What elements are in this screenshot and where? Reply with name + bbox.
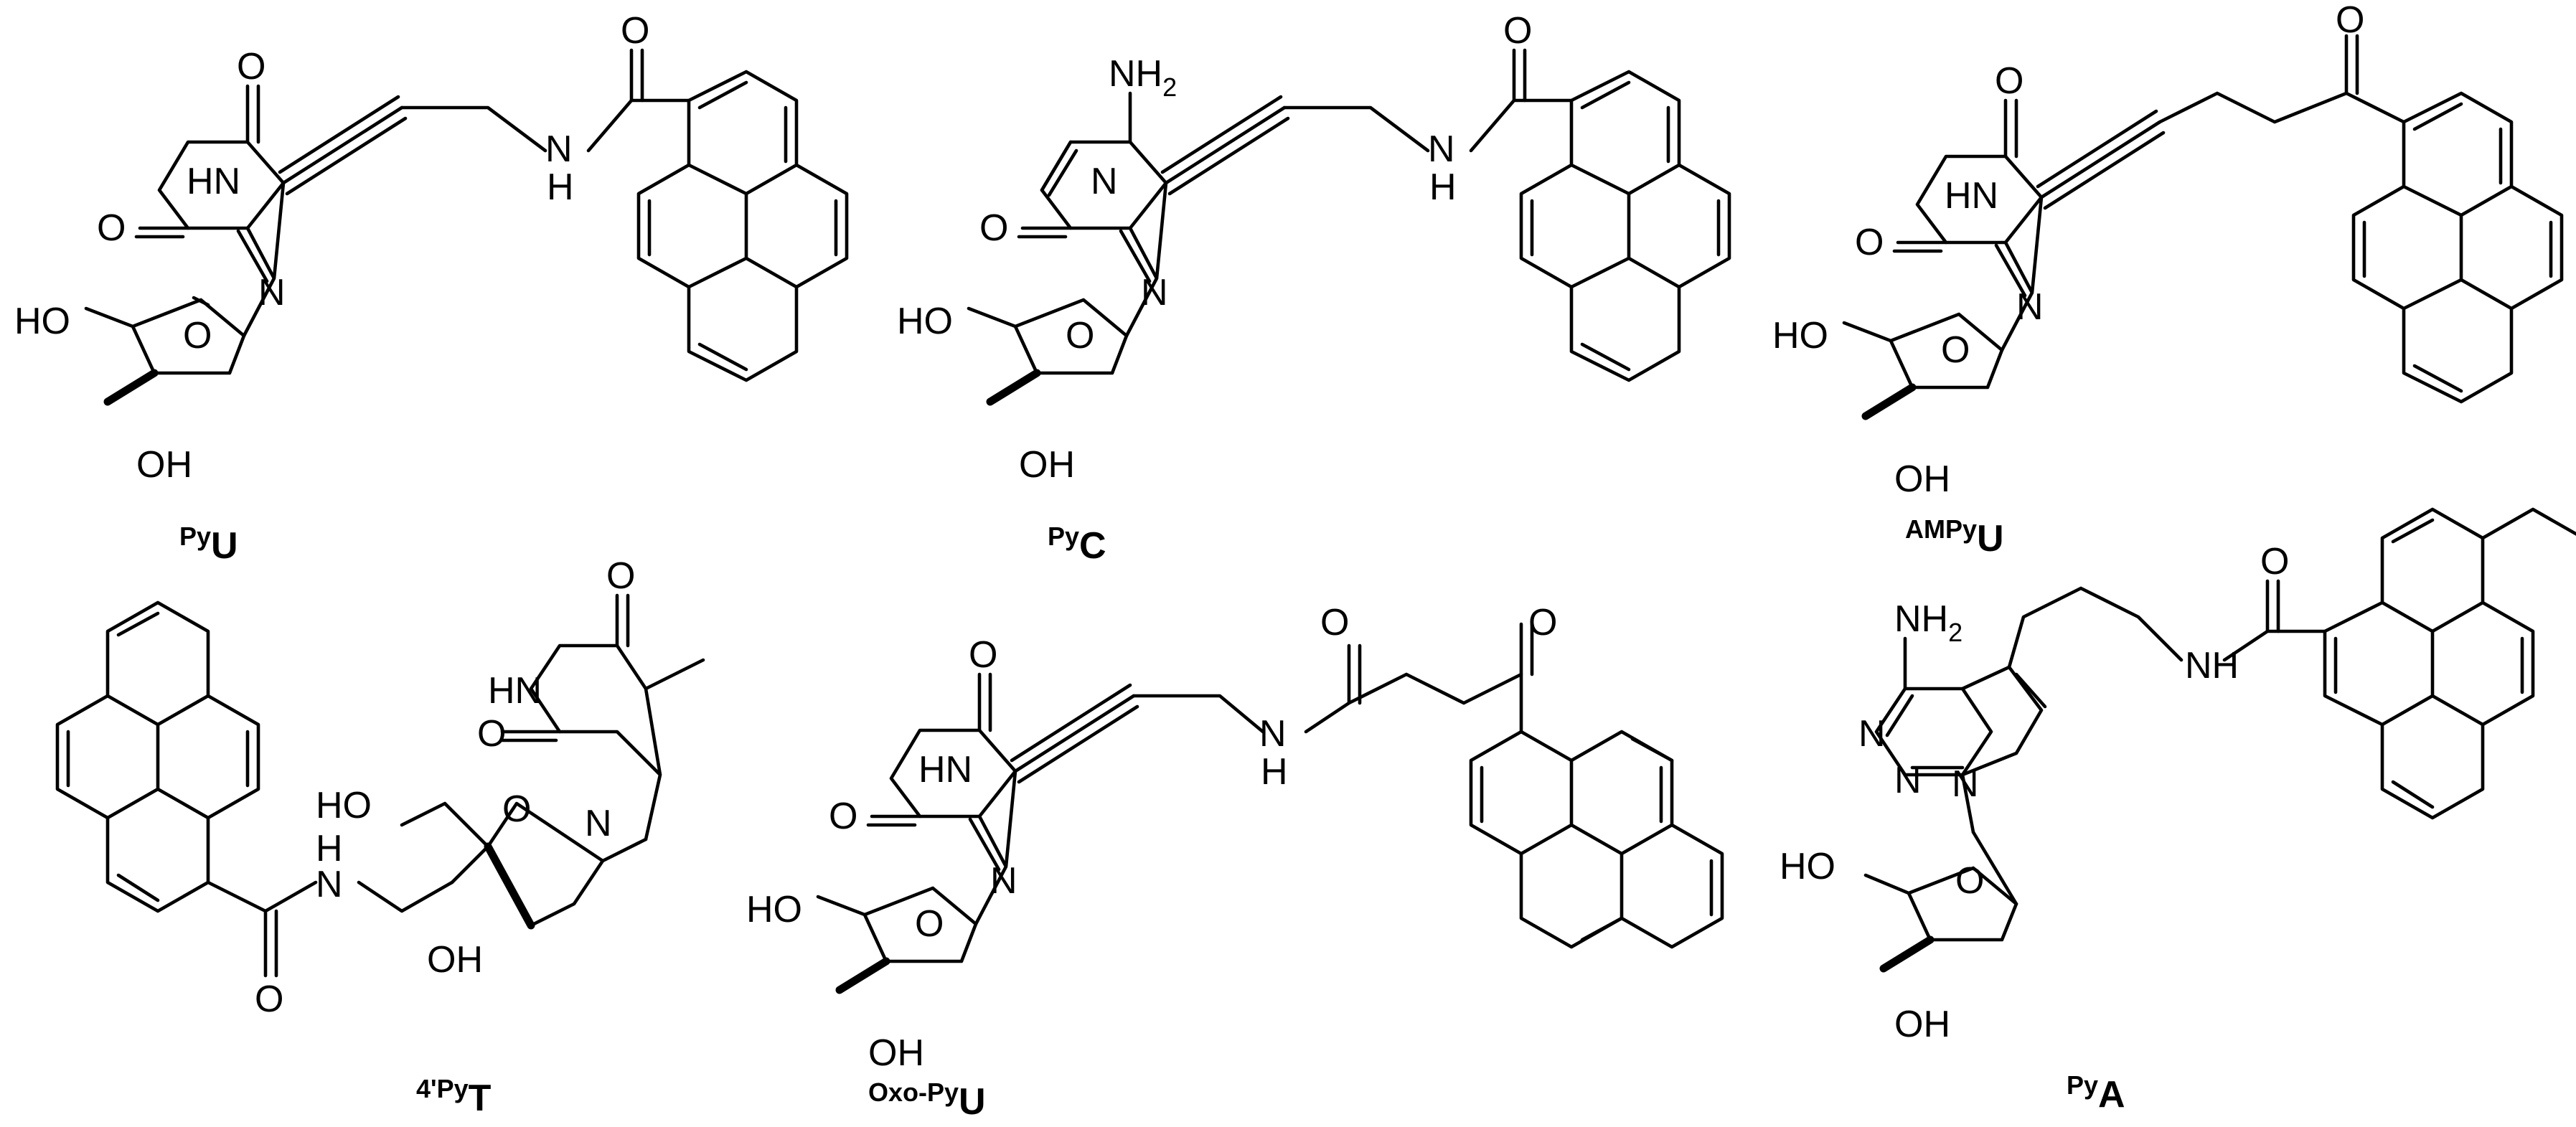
label-4pyt: 4'PyT — [416, 1074, 492, 1119]
atom-o-keto-oxopyu: O — [1528, 602, 1557, 643]
compound-pya — [1863, 507, 2576, 973]
atom-ho-pya: HO — [1780, 846, 1835, 887]
compound-pyc — [967, 48, 1731, 406]
atom-o-ring-pyu: O — [183, 315, 212, 357]
atom-n-amide-pyc: N — [1428, 128, 1455, 170]
atom-n3-pya: N — [1894, 760, 1922, 801]
atom-n1-pyc: N — [1141, 272, 1168, 313]
atom-ho-oxopyu: HO — [746, 889, 802, 930]
atom-hn-pyu: HN — [187, 161, 240, 202]
label-ampyu: AMPyU — [1905, 514, 2004, 560]
atom-oh-oxopyu: OH — [868, 1032, 924, 1074]
atom-o-amide-pyc: O — [1503, 10, 1532, 52]
atom-o2-pyc: O — [979, 207, 1008, 249]
atom-o-amide-pyu: O — [621, 10, 649, 52]
atom-ho-4pyt: HO — [316, 785, 372, 826]
label-pya: PyA — [2067, 1070, 2125, 1116]
atom-ho-pyc: HO — [897, 301, 953, 342]
compound-4pyt — [55, 593, 705, 978]
atom-n-amide-pyu: N — [545, 128, 573, 170]
atom-ho-pyu: HO — [14, 301, 70, 342]
atom-n9-pya: N — [1952, 763, 1979, 805]
atom-o-ring-pya: O — [1955, 860, 1984, 902]
atom-o4-4pyt: O — [606, 555, 635, 597]
atom-o4-pyu: O — [237, 46, 265, 88]
atom-ho-ampyu: HO — [1772, 315, 1828, 357]
atom-o-ring-oxopyu: O — [915, 903, 944, 945]
atom-nh-pya: NH — [2185, 645, 2239, 687]
atom-oh-pya: OH — [1894, 1004, 1950, 1045]
compound-ampyu — [1842, 34, 2564, 420]
atom-n1-pyu: N — [258, 272, 286, 313]
atom-oh-pyu: OH — [136, 444, 192, 486]
atom-n1-oxopyu: N — [990, 860, 1017, 902]
atom-o2-pyu: O — [97, 207, 126, 249]
atom-oh-4pyt: OH — [427, 939, 483, 981]
atom-n1-ampyu: N — [2016, 286, 2044, 328]
atom-n-4pyt: N — [316, 864, 343, 905]
atom-o4-ampyu: O — [1995, 60, 2023, 102]
atom-o-amide-oxopyu: O — [1320, 602, 1349, 643]
atom-h-amide-pyc: H — [1429, 166, 1457, 208]
atom-o4-oxopyu: O — [969, 634, 997, 676]
label-pyu: PyU — [179, 522, 238, 567]
atom-o2-4pyt: O — [477, 713, 506, 755]
atom-o-amide-pya: O — [2260, 541, 2289, 583]
atom-hn-oxopyu: HN — [918, 749, 972, 791]
atom-nh2-pyc: NH2 — [1109, 53, 1177, 102]
label-oxopyu: Oxo-PyU — [868, 1078, 986, 1123]
atom-n3-pyc: N — [1091, 161, 1118, 202]
atom-o-ring-ampyu: O — [1941, 329, 1970, 371]
atom-o-keto-ampyu: O — [2336, 0, 2364, 41]
atom-nh2-pya: NH2 — [1894, 598, 1962, 647]
atom-h-oxopyu: H — [1261, 751, 1288, 793]
atom-n1-4pyt: N — [585, 803, 612, 844]
atom-h-amide-pyu: H — [547, 166, 574, 208]
atom-n1-pya: N — [1858, 713, 1886, 755]
label-pyc: PyC — [1048, 522, 1106, 567]
atom-o2-oxopyu: O — [829, 796, 857, 837]
atom-o2-ampyu: O — [1855, 222, 1884, 263]
compound-oxopyu — [816, 622, 1724, 994]
atom-oh-pyc: OH — [1019, 444, 1075, 486]
atom-o-ring-pyc: O — [1066, 315, 1094, 357]
atom-h-4pyt: H — [316, 828, 343, 869]
atom-nh-oxopyu: N — [1259, 713, 1287, 755]
compound-pyu — [84, 48, 849, 406]
atom-o-ring-4pyt: O — [502, 788, 531, 830]
atom-hn-4pyt: HN — [488, 670, 542, 712]
atom-o-amide-4pyt: O — [255, 979, 283, 1020]
atom-oh-ampyu: OH — [1894, 458, 1950, 500]
atom-hn-ampyu: HN — [1945, 175, 1998, 217]
